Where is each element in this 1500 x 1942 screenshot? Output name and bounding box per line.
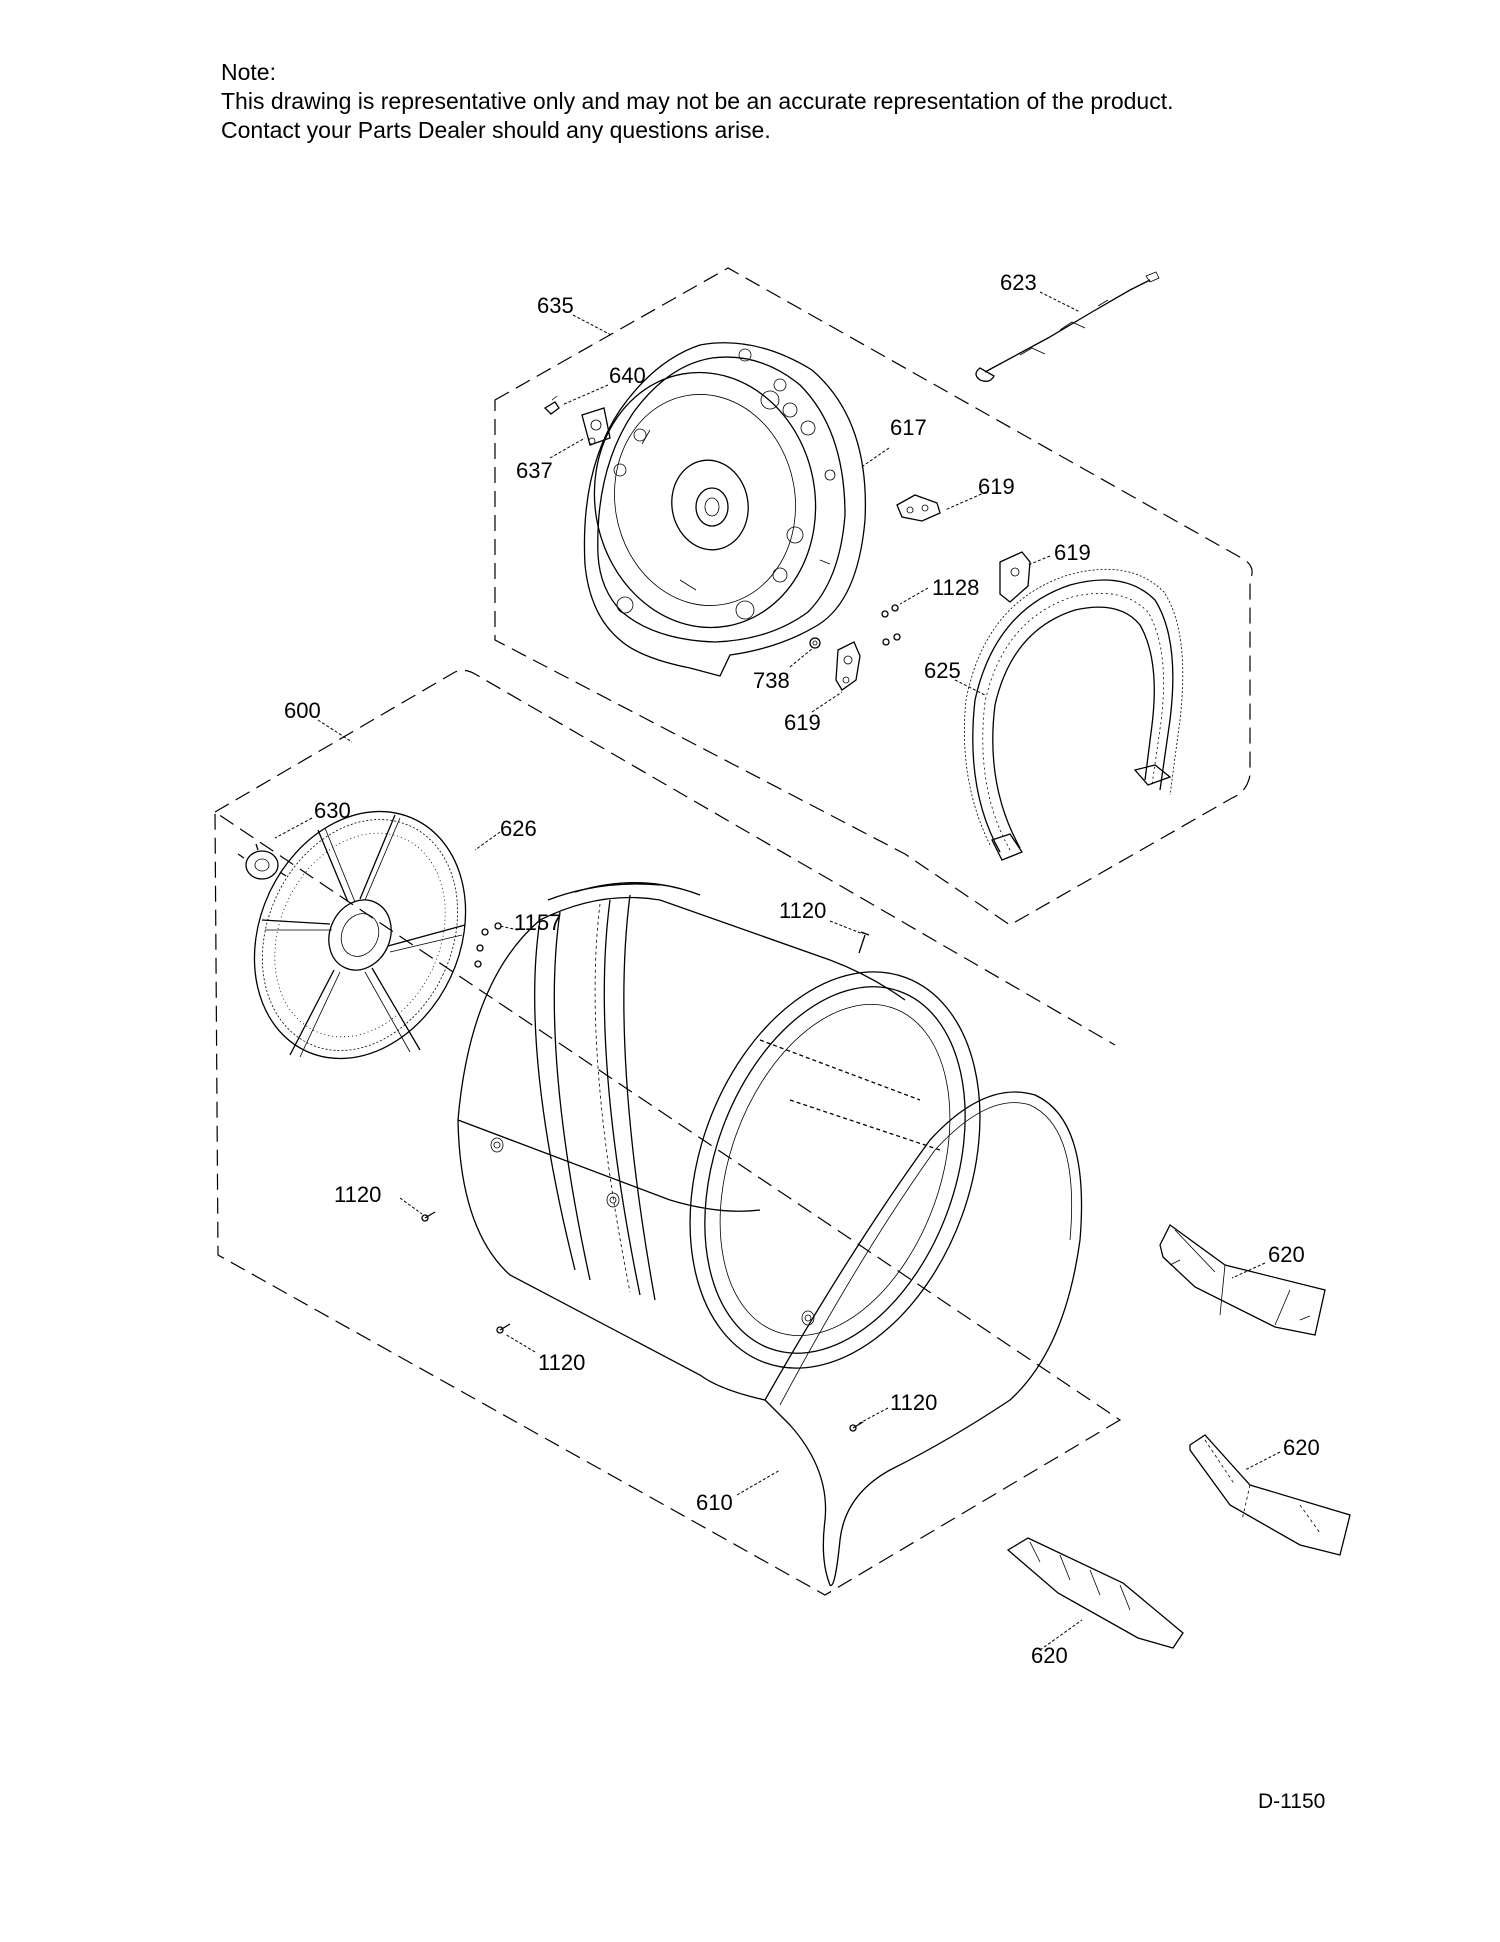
- callout-738: 738: [753, 668, 790, 693]
- callout-620-bottom: 620: [1031, 1643, 1068, 1668]
- wire-harness-623: [975, 271, 1160, 382]
- leader-lines: [274, 291, 1281, 1651]
- callout-600: 600: [284, 698, 321, 723]
- screws-1157: [474, 922, 502, 968]
- screw-1120-bottom-left: [496, 1323, 511, 1334]
- callout-620-top: 620: [1268, 1242, 1305, 1267]
- callout-1120-bottom-left: 1120: [538, 1350, 585, 1375]
- callout-1128: 1128: [932, 575, 979, 600]
- callout-630: 630: [314, 798, 351, 823]
- heater-element-625: [964, 568, 1184, 861]
- callout-635: 635: [537, 293, 574, 318]
- note-heading: Note:: [221, 59, 276, 85]
- callout-619-lower: 619: [784, 710, 821, 735]
- assembly-boundary-600: [214, 669, 1122, 1596]
- bracket-619-upper: [896, 494, 941, 522]
- baffle-620-bottom: [1006, 1537, 1184, 1649]
- screw-1120-top: [858, 931, 870, 954]
- callout-617: 617: [890, 415, 927, 440]
- callout-640: 640: [609, 363, 646, 388]
- screw-1120-left: [421, 1211, 436, 1222]
- bracket-640: [543, 395, 560, 415]
- callout-625: 625: [924, 658, 961, 683]
- bearing-630: [237, 843, 287, 880]
- note-line-2: Contact your Parts Dealer should any que…: [221, 117, 771, 143]
- callout-1157: 1157: [514, 910, 561, 935]
- baffle-620-middle: [1189, 1434, 1351, 1556]
- callout-626: 626: [500, 816, 537, 841]
- callout-637: 637: [516, 458, 553, 483]
- callout-1120-left: 1120: [334, 1182, 381, 1207]
- assembly-boundary-635: [494, 267, 1253, 926]
- callout-1120-bottom-right: 1120: [890, 1390, 937, 1415]
- screws-1128: [881, 604, 901, 646]
- rear-bulkhead-617: [583, 342, 867, 677]
- rear-drum-panel-626: [253, 810, 467, 1060]
- plate-637: [581, 407, 611, 446]
- note-line-1: This drawing is representative only and …: [221, 88, 1174, 114]
- callout-623: 623: [1000, 270, 1037, 295]
- callout-619-upper: 619: [978, 474, 1015, 499]
- drum-610: [457, 882, 1083, 1587]
- screw-1120-bottom-right: [849, 1421, 864, 1432]
- nut-738: [809, 637, 821, 649]
- callout-610: 610: [696, 1490, 733, 1515]
- callout-620-middle: 620: [1283, 1435, 1320, 1460]
- baffle-620-top: [1159, 1224, 1326, 1336]
- callout-619-right: 619: [1054, 540, 1091, 565]
- bracket-619-lower: [835, 641, 861, 691]
- bracket-619-right: [999, 551, 1031, 603]
- drawing-code: D-1150: [1258, 1790, 1326, 1813]
- disclaimer-note: Note: This drawing is representative onl…: [221, 58, 1174, 145]
- callout-1120-top: 1120: [779, 898, 826, 923]
